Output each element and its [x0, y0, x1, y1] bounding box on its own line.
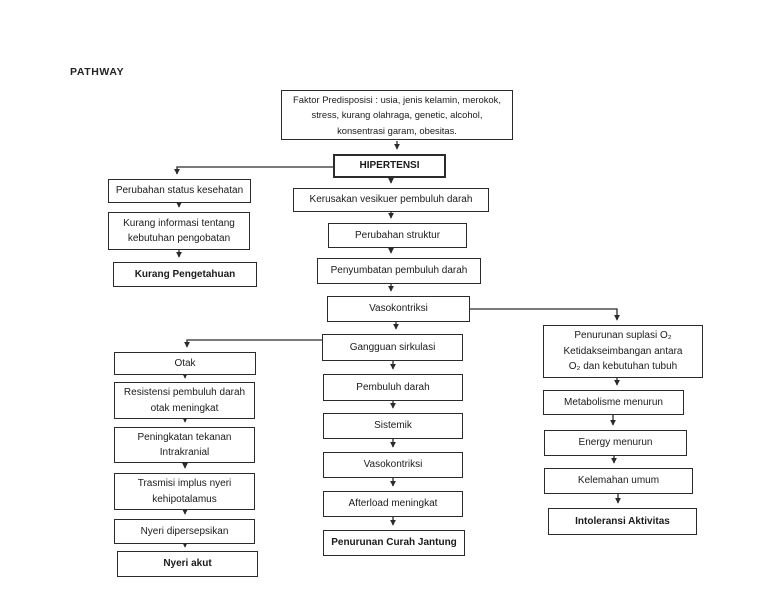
node-metabolisme-menurun: Metabolisme menurun: [543, 390, 684, 415]
edge-hipertensi-perubahan-status: [174, 166, 333, 175]
edge-vasokontriksi-penurunan-suplasi: [470, 308, 620, 321]
node-penurunan-suplasi-o2: Penurunan suplasi O₂ Ketidakseimbangan a…: [543, 325, 703, 378]
node-perubahan-struktur: Perubahan struktur: [328, 223, 467, 248]
node-intoleransi-aktivitas: Intoleransi Aktivitas: [548, 508, 697, 535]
node-sistemik: Sistemik: [323, 413, 463, 439]
node-faktor-predisposisi: Faktor Predisposisi : usia, jenis kelami…: [281, 90, 513, 140]
page-title: PATHWAY: [70, 66, 125, 78]
node-kurang-pengetahuan: Kurang Pengetahuan: [113, 262, 257, 287]
node-hipertensi: HIPERTENSI: [333, 154, 446, 178]
node-nyeri-akut: Nyeri akut: [117, 551, 258, 577]
node-penurunan-curah-jantung: Penurunan Curah Jantung: [323, 530, 465, 556]
node-penyumbatan-pembuluh-darah: Penyumbatan pembuluh darah: [317, 258, 481, 284]
node-kerusakan-vesikuer: Kerusakan vesikuer pembuluh darah: [293, 188, 489, 212]
edge-gangguan-otak: [184, 339, 322, 348]
node-kurang-informasi: Kurang informasi tentang kebutuhan pengo…: [108, 212, 250, 250]
node-vasokontriksi-1: Vasokontriksi: [327, 296, 470, 322]
node-peningkatan-tekanan-intrakranial: Peningkatan tekanan Intrakranial: [114, 427, 255, 463]
node-afterload-meningkat: Afterload meningkat: [323, 491, 463, 517]
node-vasokontriksi-2: Vasokontriksi: [323, 452, 463, 478]
node-nyeri-dipersepsikan: Nyeri dipersepsikan: [114, 519, 255, 544]
node-kelemahan-umum: Kelemahan umum: [544, 468, 693, 494]
node-energy-menurun: Energy menurun: [544, 430, 687, 456]
node-resistensi-pembuluh-darah: Resistensi pembuluh darah otak meningkat: [114, 382, 255, 419]
node-trasmisi-implus-nyeri: Trasmisi implus nyeri kehipotalamus: [114, 473, 255, 510]
node-pembuluh-darah: Pembuluh darah: [323, 374, 463, 401]
node-otak: Otak: [114, 352, 256, 375]
node-gangguan-sirkulasi: Gangguan sirkulasi: [322, 334, 463, 361]
node-perubahan-status-kesehatan: Perubahan status kesehatan: [108, 179, 251, 203]
